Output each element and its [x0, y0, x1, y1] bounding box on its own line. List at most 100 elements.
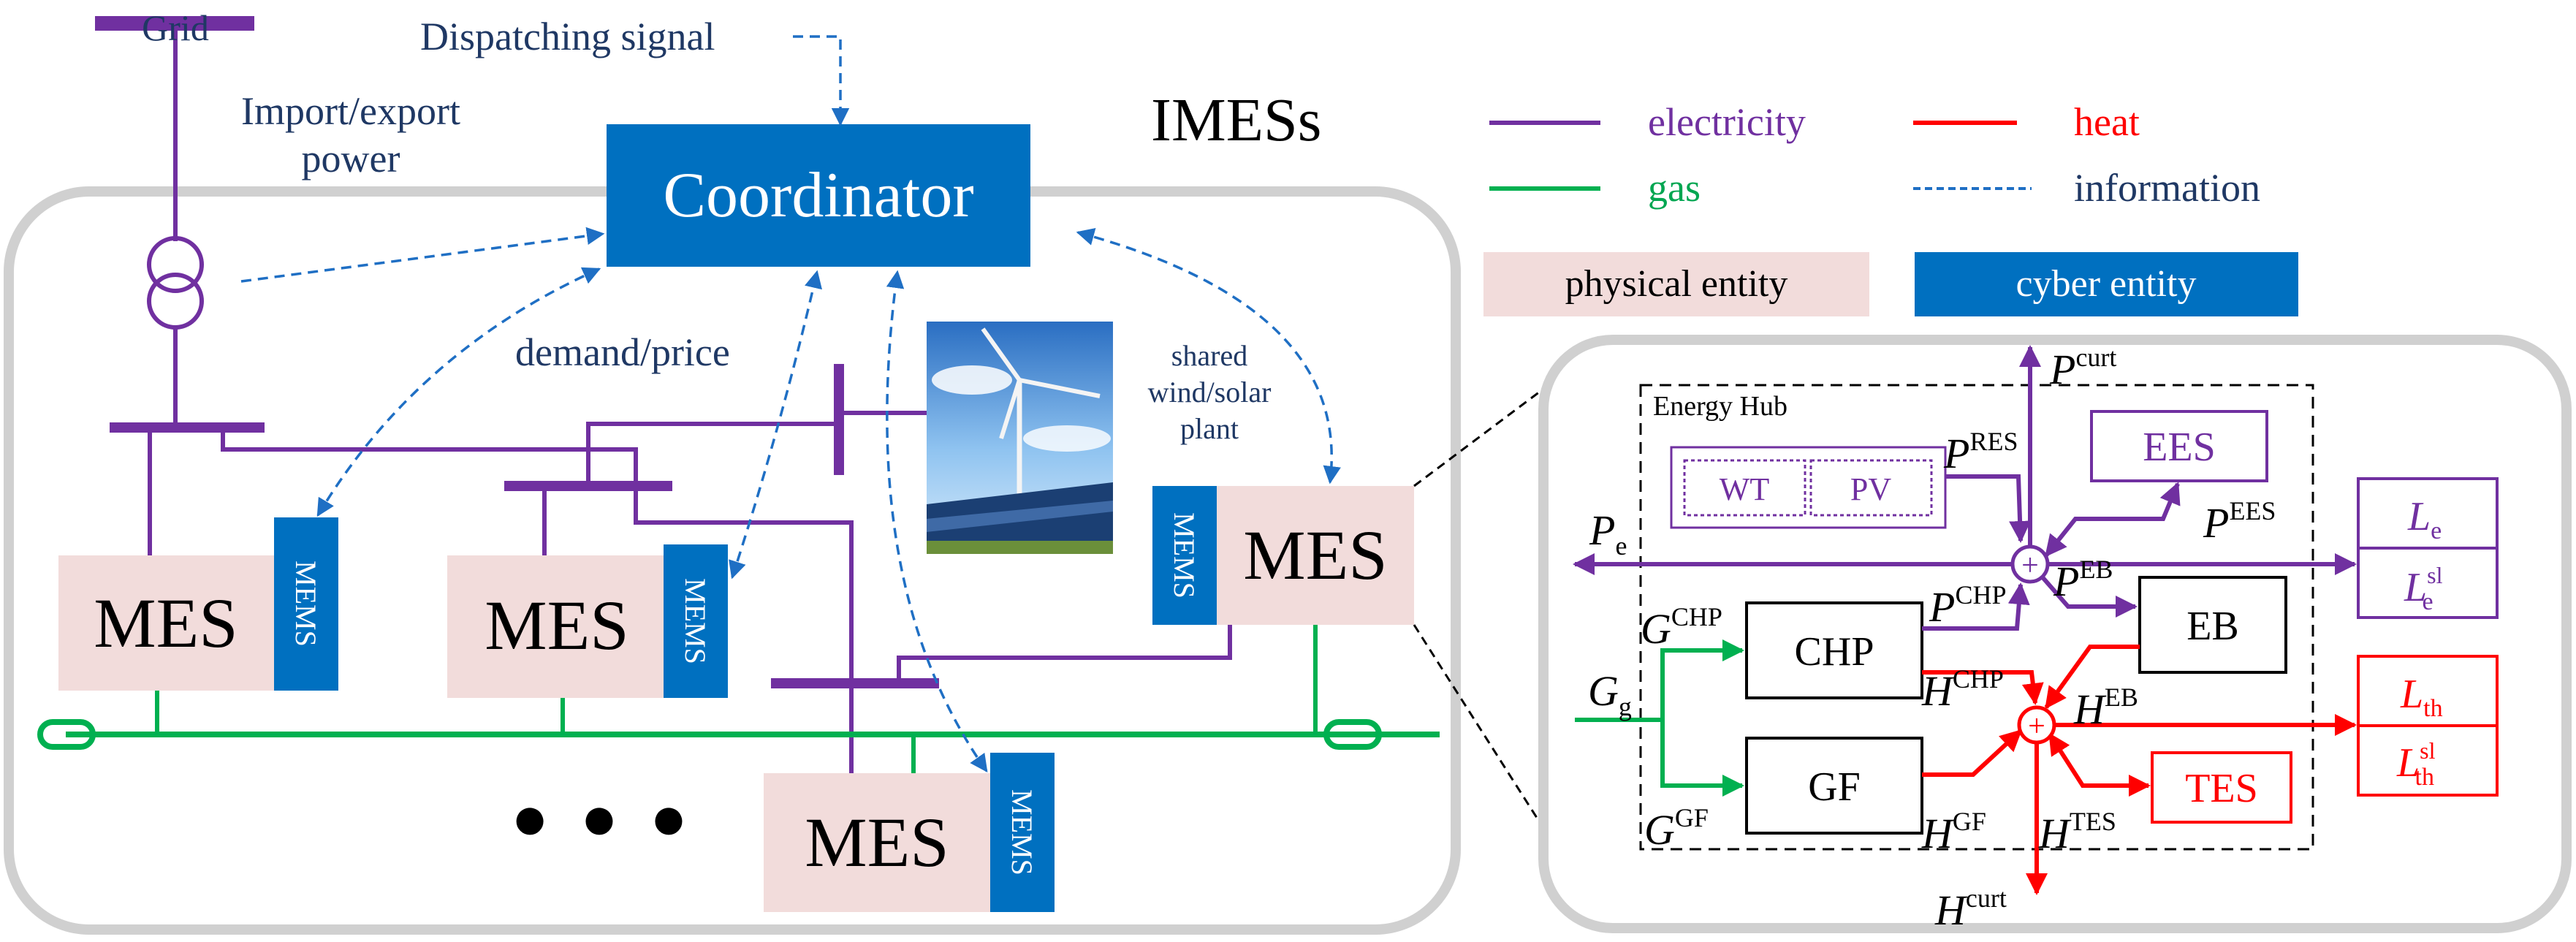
- legend-cyber-entity-box: [1915, 252, 2298, 316]
- legend-information-label: information: [2074, 166, 2260, 210]
- gas-valve-right: [1323, 719, 1382, 750]
- g-gf-label: GGF: [1644, 803, 1709, 854]
- mes-4-box: [1217, 486, 1414, 625]
- gf-box: [1745, 737, 1923, 835]
- grid-label: Grid: [142, 7, 209, 48]
- gas-valve-left: [37, 719, 96, 750]
- grid-coordinator-info-link: [240, 227, 605, 283]
- bus1-to-bus2-line: [221, 428, 638, 486]
- mes-3-label: MES: [805, 803, 949, 881]
- p-res-flow: [1945, 474, 2032, 543]
- mems-2-box: [664, 544, 728, 698]
- h-gf-flow: [1922, 729, 2023, 777]
- mes3-coordinator-info-link: [886, 270, 988, 773]
- p-chp-flow: [1922, 582, 2030, 631]
- electric-bus-node: [2010, 544, 2050, 584]
- electric-bus-plus: +: [2021, 549, 2039, 582]
- g-g-label: Gg: [1588, 667, 1632, 721]
- h-chp-label: HCHP: [1921, 664, 2004, 715]
- tes-label: TES: [2185, 766, 2258, 811]
- mes-2-box: [447, 555, 666, 698]
- demand-price-label: demand/price: [515, 330, 730, 374]
- ees-box: [2090, 410, 2268, 482]
- energy-hub-title: Energy Hub: [1653, 391, 1787, 422]
- mes-1-label: MES: [94, 584, 238, 662]
- p-eb-flow: [2040, 576, 2138, 618]
- p-curt-label: Pcurt: [2049, 343, 2116, 393]
- mes4-coordinator-info-link: [1076, 227, 1341, 485]
- h-tes-label: HTES: [2038, 807, 2116, 857]
- h-curt-label: Hcurt: [1934, 884, 2007, 934]
- legend-physical-entity-box: [1483, 252, 1869, 316]
- pv-label: PV: [1850, 471, 1891, 507]
- h-gf-label: HGF: [1921, 807, 1986, 857]
- heat-bus-plus: +: [2028, 710, 2045, 743]
- import-export-label: Import/export: [241, 89, 460, 133]
- energy-hub-frame: [1538, 335, 2572, 933]
- ees-label: EES: [2143, 425, 2216, 470]
- legend-heat-label: heat: [2074, 100, 2140, 144]
- shared-plant-label-line2: wind/solar: [1148, 376, 1272, 409]
- mems-1-box: [274, 517, 338, 691]
- mes-2-label: MES: [485, 586, 628, 664]
- gf-label: GF: [1808, 764, 1861, 810]
- chp-box: [1745, 601, 1923, 699]
- mes-3-box: [764, 773, 990, 912]
- bus2-to-bus3-line: [586, 422, 839, 486]
- p-res-label: PRES: [1943, 427, 2018, 477]
- transformer-coil-top: [147, 236, 204, 293]
- energy-hub-boundary: [1639, 384, 2314, 851]
- h-eb-label: HEB: [2073, 683, 2138, 733]
- res-outer-box: [1670, 446, 1947, 529]
- more-mes-ellipsis: ● ● ●: [511, 783, 688, 853]
- l-th-label: Lth: [2400, 672, 2443, 722]
- dispatching-signal-arrow: [793, 35, 850, 126]
- g-chp-flow: [1660, 639, 1744, 720]
- zoom-line-top: [1413, 386, 1546, 487]
- mems-1-label: MEMS: [289, 561, 322, 647]
- p-chp-label: PCHP: [1929, 580, 2006, 631]
- mems-2-label: MEMS: [679, 578, 712, 664]
- p-ees-flow: [2044, 482, 2181, 558]
- mems-3-box: [990, 753, 1055, 912]
- p-eb-label: PEB: [2053, 555, 2113, 605]
- import-export-label-line2: power: [302, 137, 400, 181]
- wt-label: WT: [1720, 471, 1770, 507]
- p-ees-label: PEES: [2203, 496, 2276, 547]
- mes2-coordinator-info-link: [729, 270, 822, 580]
- mems-4-label: MEMS: [1168, 512, 1201, 599]
- g-gf-flow: [1660, 720, 1744, 797]
- legend-electricity-label: electricity: [1648, 100, 1806, 144]
- mes-1-box: [58, 555, 274, 691]
- eb-label: EB: [2186, 604, 2239, 649]
- coordinator-box: [607, 124, 1030, 267]
- bus4-to-mes4-line: [897, 625, 1232, 683]
- legend-cyber-entity-label: cyber entity: [2016, 263, 2197, 305]
- mems-3-label: MEMS: [1006, 789, 1038, 875]
- mes-4-label: MES: [1243, 516, 1387, 594]
- eb-box: [2138, 576, 2287, 674]
- shared-plant-label-line1: shared: [1171, 339, 1247, 372]
- imess-label: IMESs: [1151, 86, 1321, 154]
- g-chp-label: GCHP: [1641, 602, 1722, 653]
- legend-gas-label: gas: [1648, 166, 1701, 210]
- dispatching-signal-label: Dispatching signal: [420, 15, 715, 58]
- heat-bus-node: [2017, 705, 2056, 745]
- pv-box: [1809, 459, 1933, 517]
- h-eb-flow: [2044, 645, 2140, 710]
- transformer-coil-bottom: [147, 273, 204, 330]
- zoom-line-bottom: [1413, 624, 1543, 827]
- chp-label: CHP: [1795, 629, 1874, 675]
- p-e-label: Pe: [1589, 506, 1627, 561]
- l-e-label: Le: [2407, 494, 2442, 544]
- wt-box: [1683, 459, 1806, 517]
- mems-4-box: [1152, 486, 1217, 625]
- coordinator-label: Coordinator: [663, 160, 973, 231]
- h-chp-flow: [1922, 670, 2044, 705]
- shared-plant-label-line3: plant: [1180, 412, 1239, 445]
- tes-box: [2151, 751, 2292, 824]
